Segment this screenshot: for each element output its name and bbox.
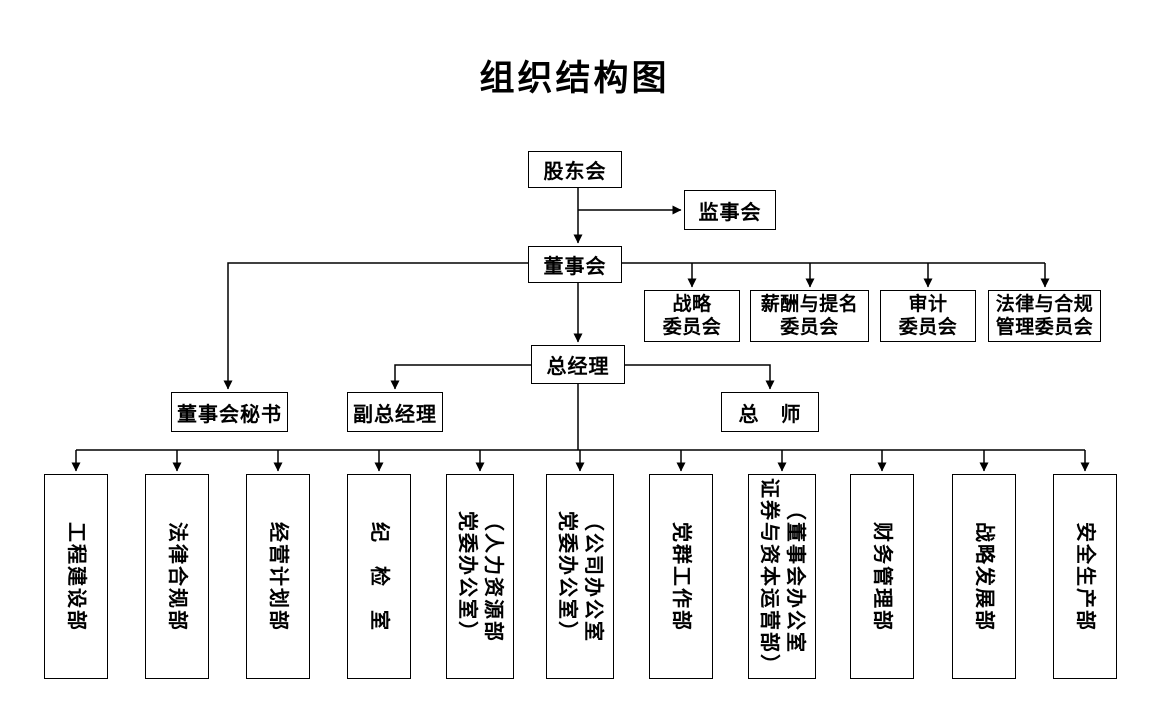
dept-box-discipline-inspection: 纪 检 室	[347, 474, 411, 679]
node-board-secretary: 董事会秘书	[171, 392, 288, 432]
connector-board-secretary	[223, 262, 528, 390]
node-general-manager: 总经理	[531, 345, 625, 384]
dept-box-securities-capital-operation: （董事会办公室 证券与资本运营部）	[748, 474, 816, 679]
committee-label-line: 委员会	[898, 317, 958, 338]
dept-box-engineering-construction: 工程建设部	[44, 474, 108, 679]
dept-box-operation-planning: 经营计划部	[246, 474, 310, 679]
dept-box-party-committee-office-hr: （人力资源部 党委办公室）	[446, 474, 514, 679]
node-remuneration-nomination-committee: 薪酬与提名 委员会	[750, 290, 869, 342]
dept-box-party-mass-work: 党群工作部	[649, 474, 713, 679]
node-chief-engineer: 总 师	[721, 392, 819, 432]
dept-label: （公司办公室 党委办公室）	[556, 510, 604, 643]
committee-label-line: 委员会	[780, 317, 839, 338]
connector-gm-chief	[625, 364, 775, 390]
dept-label: 党群工作部	[670, 521, 692, 632]
dept-label: （董事会办公室 证券与资本运营部）	[758, 477, 806, 676]
node-supervisory-board: 监事会	[684, 190, 776, 230]
dept-label: 财务管理部	[871, 521, 893, 632]
committee-label-line: 管理委员会	[995, 317, 1094, 338]
dept-label: 法律合规部	[166, 521, 188, 632]
node-legal-compliance-committee: 法律与合规 管理委员会	[988, 290, 1101, 342]
dept-label: （人力资源部 党委办公室）	[456, 510, 504, 643]
dept-label: 战略发展部	[973, 521, 995, 632]
dept-label: 纪 检 室	[368, 521, 390, 632]
dept-box-party-committee-office-company: （公司办公室 党委办公室）	[546, 474, 614, 679]
node-shareholders-meeting: 股东会	[528, 151, 622, 188]
committee-label-line: 战略	[672, 294, 712, 315]
dept-box-legal-compliance: 法律合规部	[145, 474, 209, 679]
node-strategy-committee: 战略 委员会	[644, 290, 740, 342]
dept-label: 安全生产部	[1074, 521, 1096, 632]
dept-box-safety-production: 安全生产部	[1053, 474, 1117, 679]
node-board-of-directors: 董事会	[528, 246, 622, 283]
page-title: 组织结构图	[479, 59, 670, 98]
dept-box-finance-management: 财务管理部	[850, 474, 914, 679]
committee-label-line: 委员会	[662, 317, 722, 338]
committee-label-line: 薪酬与提名	[760, 294, 859, 315]
node-deputy-general-manager: 副总经理	[347, 392, 443, 432]
committee-label-line: 法律与合规	[995, 294, 1094, 315]
dept-label: 工程建设部	[65, 521, 87, 632]
committee-label-line: 审计	[908, 294, 948, 315]
dept-box-strategy-development: 战略发展部	[952, 474, 1016, 679]
dept-label: 经营计划部	[267, 521, 289, 632]
connector-gm-deputy	[390, 364, 531, 390]
node-audit-committee: 审计 委员会	[880, 290, 976, 342]
